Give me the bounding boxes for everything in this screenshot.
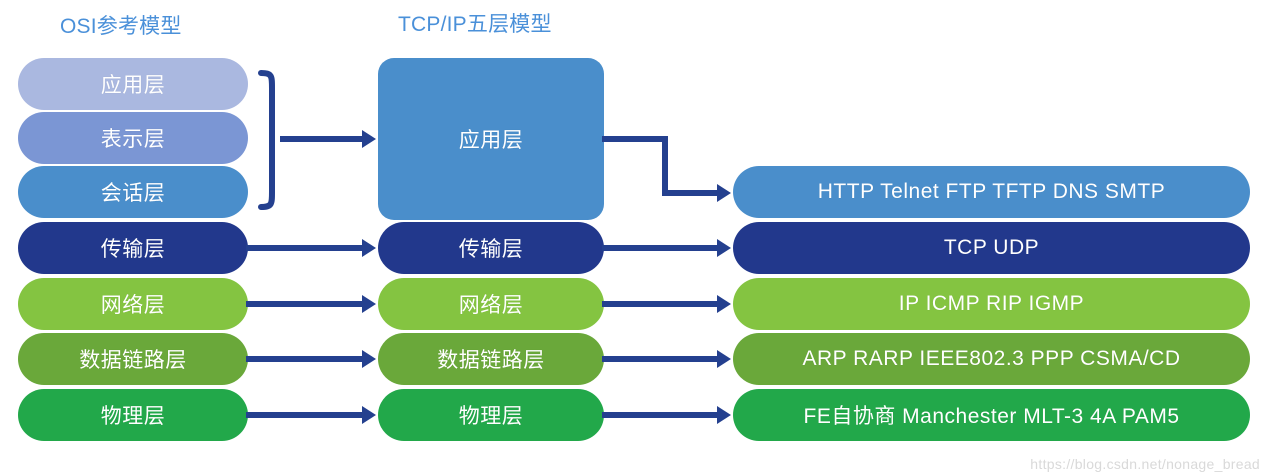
protocol-row-network[interactable]: IP ICMP RIP IGMP [733, 278, 1250, 330]
connector-osi-transport [246, 245, 364, 251]
connector-osi-physical [246, 412, 364, 418]
arrowhead-osi-to-tcpip-physical [362, 406, 376, 424]
connector-osi-data-link [246, 356, 364, 362]
tcpip-layer-transport[interactable]: 传输层 [378, 222, 604, 274]
protocol-row-data-link[interactable]: ARP RARP IEEE802.3 PPP CSMA/CD [733, 333, 1250, 385]
connector-tcpip-app-vertical [662, 136, 668, 196]
arrowhead-tcpip-to-protocol-data-link [717, 350, 731, 368]
tcpip-layer-application[interactable]: 应用层 [378, 58, 604, 220]
arrowhead-tcpip-to-protocol-app [717, 184, 731, 202]
osi-upper-layers-bracket [258, 70, 286, 210]
osi-layer-data-link[interactable]: 数据链路层 [18, 333, 248, 385]
arrowhead-tcpip-to-protocol-physical [717, 406, 731, 424]
osi-layer-transport[interactable]: 传输层 [18, 222, 248, 274]
tcpip-layer-physical[interactable]: 物理层 [378, 389, 604, 441]
osi-layer-network[interactable]: 网络层 [18, 278, 248, 330]
connector-tcpip-transport [602, 245, 720, 251]
connector-tcpip-network [602, 301, 720, 307]
arrowhead-osi-to-tcpip-app [362, 130, 376, 148]
tcpip-layer-data-link[interactable]: 数据链路层 [378, 333, 604, 385]
column-title-tcpip: TCP/IP五层模型 [398, 13, 552, 36]
arrowhead-tcpip-to-protocol-network [717, 295, 731, 313]
tcpip-layer-network[interactable]: 网络层 [378, 278, 604, 330]
connector-tcpip-physical [602, 412, 720, 418]
watermark: https://blog.csdn.net/nonage_bread [1030, 456, 1260, 472]
osi-layer-session[interactable]: 会话层 [18, 166, 248, 218]
connector-tcpip-app-horizontal-bottom [662, 190, 720, 196]
protocol-row-transport[interactable]: TCP UDP [733, 222, 1250, 274]
protocol-row-physical[interactable]: FE自协商 Manchester MLT-3 4A PAM5 [733, 389, 1250, 441]
osi-layer-application[interactable]: 应用层 [18, 58, 248, 110]
arrowhead-osi-to-tcpip-network [362, 295, 376, 313]
osi-layer-physical[interactable]: 物理层 [18, 389, 248, 441]
arrowhead-tcpip-to-protocol-transport [717, 239, 731, 257]
column-title-osi: OSI参考模型 [60, 15, 182, 38]
connector-tcpip-data-link [602, 356, 720, 362]
arrowhead-osi-to-tcpip-data-link [362, 350, 376, 368]
arrowhead-osi-to-tcpip-transport [362, 239, 376, 257]
connector-tcpip-app-horizontal-top [602, 136, 668, 142]
osi-layer-presentation[interactable]: 表示层 [18, 112, 248, 164]
protocol-row-application[interactable]: HTTP Telnet FTP TFTP DNS SMTP [733, 166, 1250, 218]
connector-osi-network [246, 301, 364, 307]
connector-osi-app-group [280, 136, 364, 142]
